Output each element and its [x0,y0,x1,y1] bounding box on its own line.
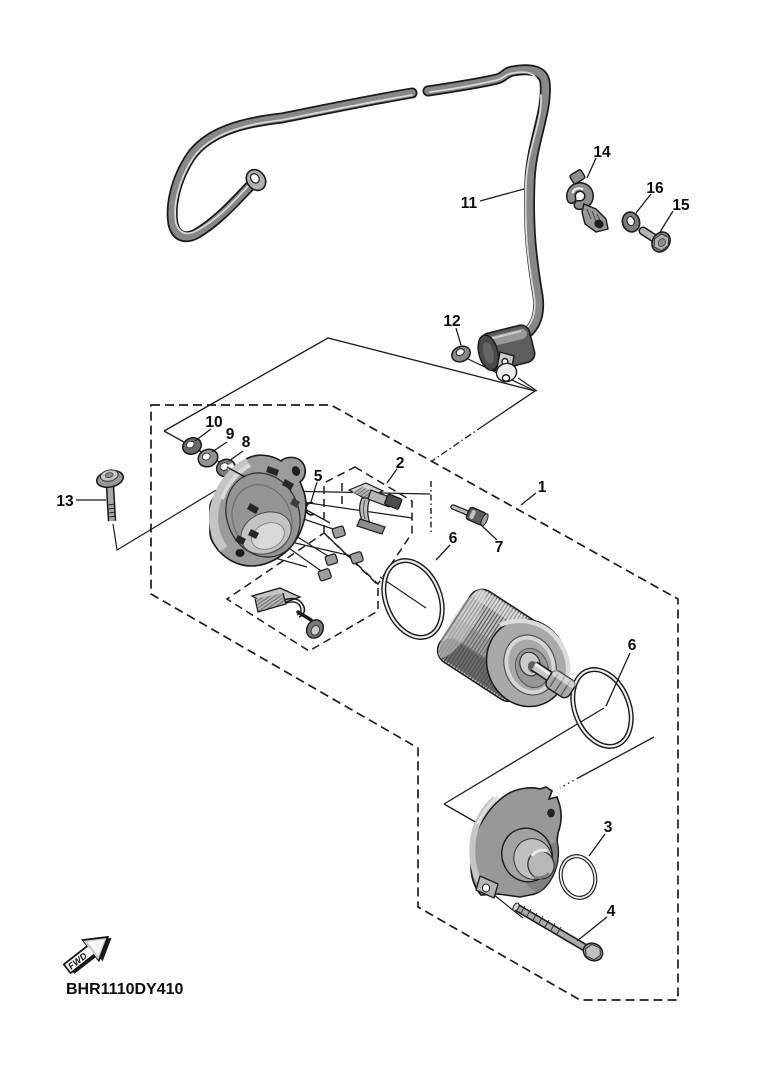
svg-text:15: 15 [672,197,690,214]
svg-text:11: 11 [461,195,478,212]
svg-text:16: 16 [646,180,664,197]
svg-text:1: 1 [538,479,547,496]
svg-text:6: 6 [449,530,458,547]
svg-text:13: 13 [56,493,74,510]
svg-text:5: 5 [314,468,323,485]
svg-text:9: 9 [226,426,235,443]
svg-text:2: 2 [396,455,405,472]
svg-text:7: 7 [495,539,504,556]
svg-text:10: 10 [205,414,222,431]
svg-text:4: 4 [607,903,616,920]
svg-text:3: 3 [604,819,613,836]
svg-text:14: 14 [593,144,611,161]
svg-text:6: 6 [628,637,637,654]
svg-text:BHR1110DY410: BHR1110DY410 [66,981,184,998]
svg-text:8: 8 [242,434,251,451]
svg-text:12: 12 [443,313,460,330]
